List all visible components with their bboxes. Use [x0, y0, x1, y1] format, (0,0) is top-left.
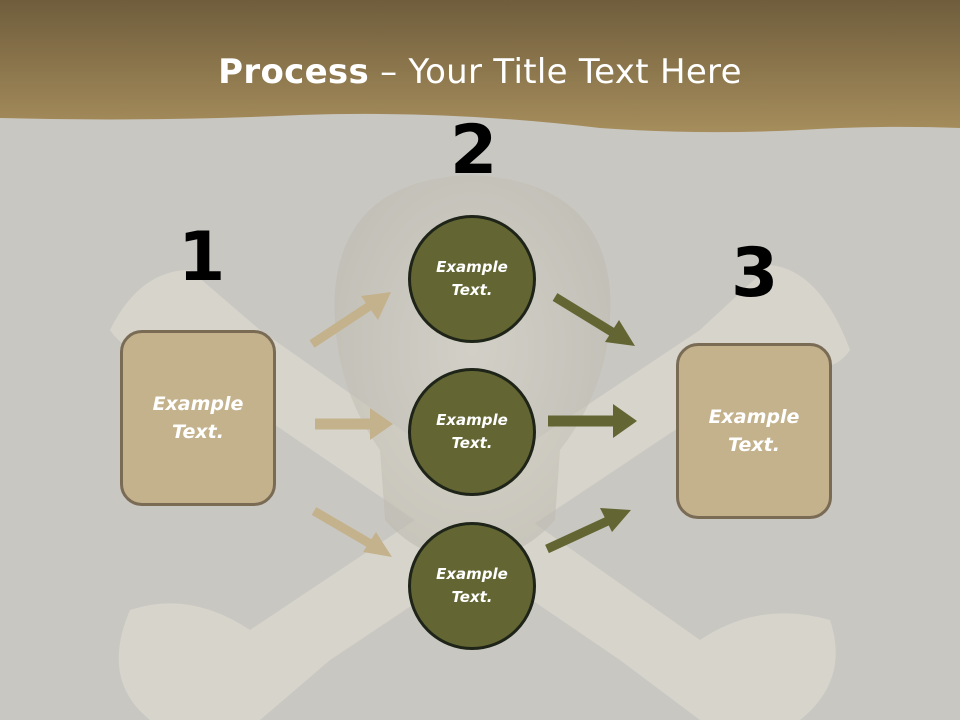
circle-top-text: Example Text. [436, 257, 508, 299]
step-1-text: Example Text. [152, 392, 244, 444]
circle-bottom-text: Example Text. [436, 564, 508, 606]
slide-title: Process – Your Title Text Here [0, 52, 960, 92]
title-bold: Process [218, 52, 370, 92]
step-number-1: 1 [178, 218, 226, 297]
skull-illustration [334, 175, 611, 560]
circle-middle-text: Example Text. [436, 410, 508, 452]
title-rest: – Your Title Text Here [369, 52, 742, 92]
step-2-circle-bottom: Example Text. [408, 522, 536, 650]
step-2-circle-top: Example Text. [408, 215, 536, 343]
step-2-circle-middle: Example Text. [408, 368, 536, 496]
step-number-3: 3 [731, 234, 779, 313]
header-band [0, 0, 960, 133]
step-3-box: Example Text. [676, 343, 832, 519]
step-3-text: Example Text. [708, 405, 800, 457]
step-number-2: 2 [450, 111, 498, 190]
step-1-box: Example Text. [120, 330, 276, 506]
